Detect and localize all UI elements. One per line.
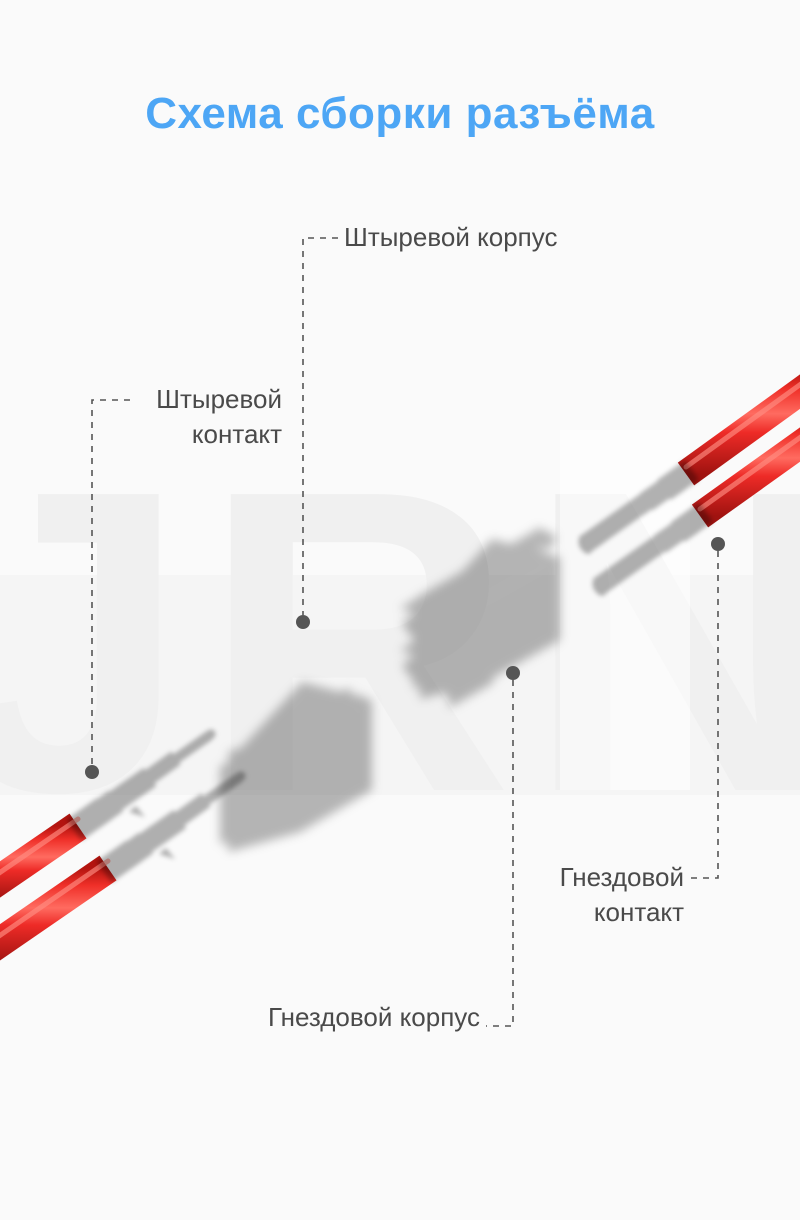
red-wire [0, 813, 87, 898]
leader-pin-contact [91, 399, 130, 765]
page-title: Схема сборки разъёма [145, 89, 655, 138]
leader-socket-contact [690, 551, 719, 879]
socket-housing-part [220, 682, 372, 852]
pin-contact [96, 771, 246, 883]
label-pin-contact: Штыревой контакт [156, 384, 282, 450]
socket-contact [578, 460, 699, 554]
label-socket-contact: Гнездовой контакт [559, 862, 684, 928]
leader-lines [91, 237, 719, 1027]
leader-socket-housing [486, 680, 514, 1027]
socket-contact [592, 502, 713, 596]
leader-dot-pin-housing [296, 615, 310, 629]
socket-contact-assembly-right [578, 374, 800, 596]
pin-contact-assembly-left [0, 729, 246, 961]
red-wire [677, 374, 800, 486]
pin-tubes [400, 583, 493, 708]
leader-dot-socket-housing [506, 666, 520, 680]
red-wire [0, 855, 117, 961]
label-socket-housing: Гнездовой корпус [268, 1002, 480, 1032]
leader-dots [85, 537, 725, 779]
leader-dot-pin-contact [85, 765, 99, 779]
red-wire [691, 427, 800, 528]
label-pin-housing: Штыревой корпус [344, 222, 558, 252]
socket-cavities [228, 761, 272, 830]
leader-dot-socket-contact [711, 537, 725, 551]
pin-contact [66, 729, 216, 841]
pin-housing-part [400, 527, 560, 708]
